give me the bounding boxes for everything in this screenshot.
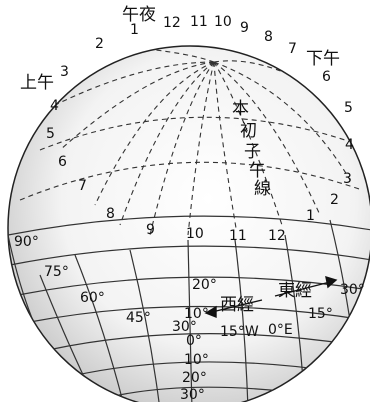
hour-label-left: 5	[46, 126, 55, 142]
latitude-label: 30°	[180, 387, 205, 402]
longitude-label: 30°	[340, 282, 365, 298]
latitude-label: 60°	[80, 290, 105, 306]
hour-label-top: 10	[214, 14, 232, 30]
latitude-label: 0°	[186, 333, 202, 349]
latitude-label: 20°	[182, 370, 207, 386]
hour-label-top: 7	[288, 41, 297, 57]
hour-label-left: 7	[78, 178, 87, 194]
hour-label-left: 4	[50, 98, 59, 114]
midnight-label: 午夜	[122, 5, 156, 25]
hour-label-top: 6	[322, 69, 331, 85]
prime-meridian-char: 初	[240, 121, 257, 141]
latitude-label: 90°	[14, 234, 39, 250]
hour-label-left: 8	[106, 206, 115, 222]
hour-label-left: 6	[58, 154, 67, 170]
hour-label-front: 2	[330, 192, 339, 208]
latitude-label: 10°	[184, 352, 209, 368]
latitude-label: 45°	[126, 310, 151, 326]
hour-label-front: 1	[306, 208, 315, 224]
hour-label-top: 4	[345, 137, 354, 153]
hour-label-front: 10	[186, 226, 204, 242]
longitude-label: 15°	[308, 306, 333, 322]
hour-label-top: 9	[240, 20, 249, 36]
hour-label-top: 11	[190, 14, 208, 30]
west-longitude-label: 西經	[220, 295, 254, 315]
hour-label-top: 5	[344, 100, 353, 116]
longitude-label: 0°E	[268, 322, 293, 338]
prime-meridian-char: 線	[254, 179, 271, 199]
hour-label-top: 1	[130, 22, 139, 38]
prime-meridian-char: 本	[232, 99, 249, 119]
east-longitude-label: 東經	[278, 281, 312, 301]
hour-label-top: 2	[95, 36, 104, 52]
latitude-label: 75°	[44, 264, 69, 280]
hour-label-top: 12	[163, 15, 181, 31]
hour-label-top: 3	[343, 171, 352, 187]
hour-label-top: 8	[264, 29, 273, 45]
hour-label-left: 3	[60, 64, 69, 80]
hour-label-front: 11	[229, 228, 247, 244]
pm-label: 下午	[306, 49, 340, 69]
longitude-label: 15°W	[220, 324, 259, 340]
hour-label-front: 12	[268, 228, 286, 244]
prime-meridian-char: 午	[249, 161, 266, 181]
am-label: 上午	[20, 73, 54, 93]
latitude-label: 20°	[192, 277, 217, 293]
hour-label-left: 9	[146, 222, 155, 238]
prime-meridian-char: 子	[244, 142, 261, 162]
